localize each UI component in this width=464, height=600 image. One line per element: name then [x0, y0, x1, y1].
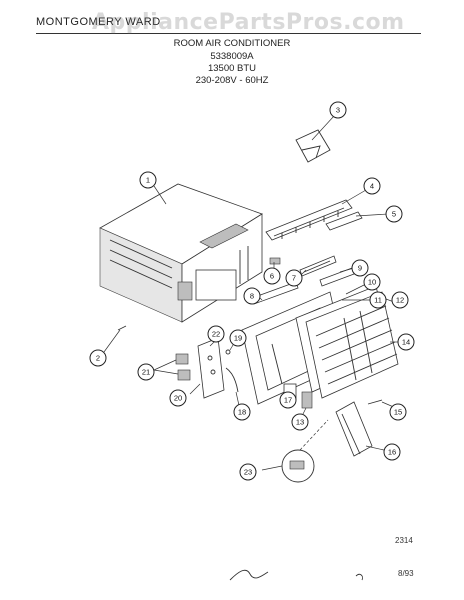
callout-3: 3 [329, 101, 347, 119]
detail-inset [281, 419, 329, 483]
wiring [225, 349, 239, 393]
svg-text:10: 10 [368, 278, 376, 287]
cabinet-housing [99, 183, 263, 323]
svg-text:9: 9 [358, 264, 362, 273]
callout-22: 22 [207, 325, 225, 343]
switches [175, 353, 191, 381]
callout-18: 18 [233, 403, 251, 421]
svg-text:19: 19 [234, 334, 242, 343]
control-panel [197, 337, 225, 399]
mounting-clip [295, 129, 331, 163]
svg-text:4: 4 [370, 182, 374, 191]
svg-text:15: 15 [394, 408, 402, 417]
screw [367, 399, 383, 405]
svg-text:8: 8 [250, 292, 254, 301]
diagram-date: 8/93 [398, 569, 414, 578]
small-hardware [251, 255, 355, 305]
cabinet-screw [117, 325, 127, 331]
callout-2: 2 [89, 349, 107, 367]
watermark: AppliancePartsPros.com [92, 10, 405, 35]
power-rating: 230-208V - 60HZ [195, 75, 269, 86]
callout-10: 10 [363, 273, 381, 291]
svg-text:17: 17 [284, 396, 292, 405]
svg-text:16: 16 [388, 448, 396, 457]
callout-20: 20 [169, 389, 187, 407]
callout-23: 23 [239, 463, 257, 481]
diagram-code: 2314 [395, 536, 413, 545]
signature-mark [229, 569, 363, 581]
svg-text:3: 3 [336, 106, 340, 115]
svg-text:12: 12 [396, 296, 404, 305]
svg-text:7: 7 [292, 274, 296, 283]
header-rule [36, 33, 421, 34]
callout-8: 8 [243, 287, 261, 305]
callout-4: 4 [363, 177, 381, 195]
brand-name: MONTGOMERY WARD [36, 16, 161, 28]
diagram-title: ROOM AIR CONDITIONER [173, 38, 291, 49]
svg-text:23: 23 [244, 468, 252, 477]
top-rail [265, 199, 353, 241]
svg-text:6: 6 [270, 272, 274, 281]
svg-text:20: 20 [174, 394, 182, 403]
rail-bracket [325, 211, 363, 231]
callout-14: 14 [397, 333, 415, 351]
model-number: 5338009A [210, 51, 254, 62]
callout-13: 13 [291, 413, 309, 431]
front-grille [305, 291, 399, 399]
callout-7: 7 [285, 269, 303, 287]
svg-text:14: 14 [402, 338, 410, 347]
svg-text:18: 18 [238, 408, 246, 417]
svg-text:1: 1 [146, 176, 150, 185]
svg-text:22: 22 [212, 330, 220, 339]
callout-1: 1 [139, 171, 157, 189]
callout-21: 21 [137, 363, 155, 381]
svg-text:13: 13 [296, 418, 304, 427]
svg-text:2: 2 [96, 354, 100, 363]
capacity-label: 13500 BTU [207, 63, 257, 74]
callout-9: 9 [351, 259, 369, 277]
callout-15: 15 [389, 403, 407, 421]
svg-text:21: 21 [142, 368, 150, 377]
callout-5: 5 [385, 205, 403, 223]
svg-text:11: 11 [374, 296, 382, 305]
svg-text:5: 5 [392, 210, 396, 219]
callout-16: 16 [383, 443, 401, 461]
callout-6: 6 [263, 267, 281, 285]
callout-19: 19 [229, 329, 247, 347]
callout-11: 11 [369, 291, 387, 309]
side-curtain-panel [335, 401, 373, 457]
callout-12: 12 [391, 291, 409, 309]
callout-17: 17 [279, 391, 297, 409]
